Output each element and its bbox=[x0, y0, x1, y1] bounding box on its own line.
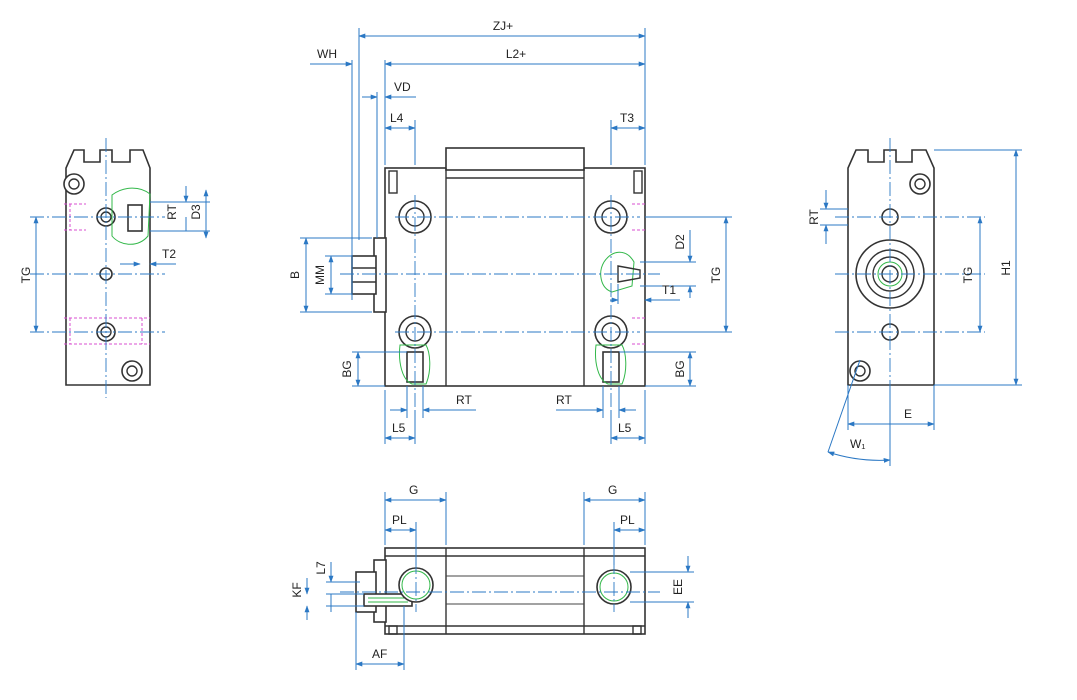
label-l5-right: L5 bbox=[618, 421, 632, 435]
right-end-screw-top bbox=[909, 173, 931, 195]
right-end-screw-bottom bbox=[849, 360, 871, 382]
label-rt-right-end: RT bbox=[807, 208, 821, 224]
label-e: E bbox=[904, 407, 912, 421]
label-mm: MM bbox=[313, 265, 327, 285]
label-rt-left: RT bbox=[456, 393, 472, 407]
top-view bbox=[304, 492, 694, 670]
front-thread-hatch-right bbox=[595, 344, 627, 385]
label-g-right: G bbox=[608, 483, 617, 497]
label-af: AF bbox=[372, 647, 387, 661]
label-tg-front: TG bbox=[709, 267, 723, 284]
front-thread-hatch-left bbox=[399, 344, 431, 385]
label-t2: T2 bbox=[162, 247, 176, 261]
label-vd: VD bbox=[394, 80, 411, 94]
label-t1: T1 bbox=[662, 283, 676, 297]
label-b: B bbox=[288, 271, 302, 279]
left-end-thread-hatch bbox=[111, 187, 151, 245]
front-thread-hatch-rear bbox=[600, 251, 635, 293]
front-rod-nut bbox=[351, 255, 377, 295]
label-g-left: G bbox=[409, 483, 418, 497]
label-h1: H1 bbox=[999, 260, 1013, 276]
right-end-view bbox=[820, 138, 1022, 466]
label-d3: D3 bbox=[189, 204, 203, 220]
label-tg-left: TG bbox=[19, 267, 33, 284]
label-tg-right-end: TG bbox=[961, 267, 975, 284]
label-pl-right: PL bbox=[620, 513, 635, 527]
label-t3: T3 bbox=[620, 111, 634, 125]
dimension-labels: ZJ+ L2+ WH VD L4 T3 D2 T1 TG B MM BG BG … bbox=[19, 19, 1013, 661]
label-l5-left: L5 bbox=[392, 421, 406, 435]
left-end-view bbox=[30, 138, 210, 398]
front-hidden-lines bbox=[632, 203, 645, 345]
front-view bbox=[300, 28, 732, 444]
label-kf: KF bbox=[290, 582, 304, 597]
label-d2: D2 bbox=[673, 234, 687, 250]
label-bg-right: BG bbox=[673, 360, 687, 377]
left-end-insert bbox=[127, 204, 143, 232]
label-wh: WH bbox=[317, 47, 337, 61]
label-l7: L7 bbox=[314, 561, 328, 575]
left-end-screw-bottom bbox=[121, 360, 143, 382]
label-l2: L2+ bbox=[506, 47, 526, 61]
label-bg-left: BG bbox=[340, 360, 354, 377]
label-pl-left: PL bbox=[392, 513, 407, 527]
label-w1: W₁ bbox=[850, 437, 865, 451]
label-l4: L4 bbox=[390, 111, 404, 125]
front-top-profile bbox=[445, 147, 585, 171]
label-ee: EE bbox=[671, 579, 685, 595]
label-rt-right: RT bbox=[556, 393, 572, 407]
label-zj: ZJ+ bbox=[493, 19, 513, 33]
left-end-screw-top bbox=[63, 173, 85, 195]
label-rt-end: RT bbox=[165, 203, 179, 219]
